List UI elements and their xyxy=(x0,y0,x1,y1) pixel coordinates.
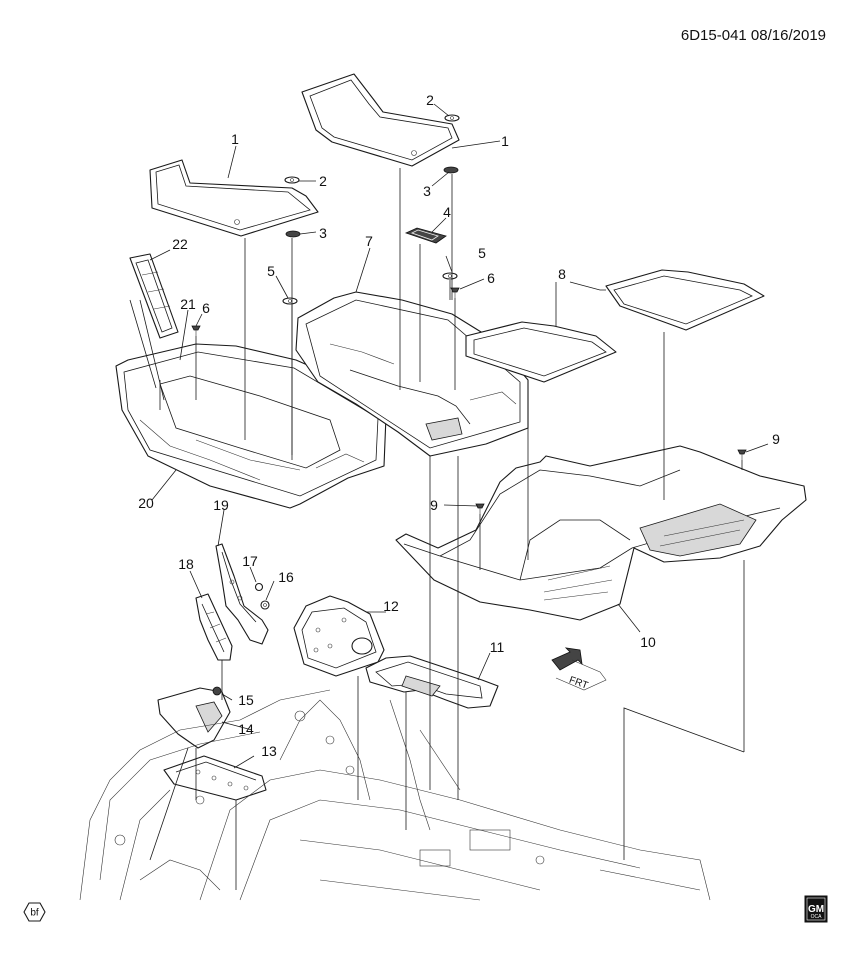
callout-16: 16 xyxy=(278,569,294,585)
gm-logo-main: GM xyxy=(808,904,824,915)
clip-15[interactable] xyxy=(212,686,222,696)
carpet-plug-4[interactable] xyxy=(404,227,447,244)
callout-labels: 1 1 2 2 3 3 4 5 5 6 6 7 8 9 9 10 11 12 1… xyxy=(138,92,780,759)
assembly-lines xyxy=(129,168,745,890)
bf-hexagon-icon: bf xyxy=(23,902,46,922)
callout-17: 17 xyxy=(242,553,258,569)
callout-1-right: 1 xyxy=(501,133,509,149)
callout-5-left: 5 xyxy=(267,263,275,279)
drawing-reference: 6D15-041 08/16/2019 xyxy=(681,27,826,44)
nut-17[interactable] xyxy=(254,582,264,592)
callout-8: 8 xyxy=(558,266,566,282)
gm-logo: GM OCA xyxy=(804,895,828,923)
callout-6-right: 6 xyxy=(487,270,495,286)
bracket-19[interactable] xyxy=(215,543,269,645)
push-pin-9-right[interactable] xyxy=(737,449,747,460)
push-pin-6-left[interactable] xyxy=(191,325,201,336)
callout-4: 4 xyxy=(443,204,451,220)
rear-floor-carpet-10[interactable] xyxy=(395,445,807,621)
callout-3-left: 3 xyxy=(319,225,327,241)
center-floor-carpet-7[interactable] xyxy=(295,291,529,457)
front-floor-carpet-20[interactable] xyxy=(115,343,387,509)
rear-floor-mat-8-left[interactable] xyxy=(465,321,617,383)
vehicle-body-phantom xyxy=(79,689,711,901)
callout-12: 12 xyxy=(383,598,399,614)
mat-retainer-3-left[interactable] xyxy=(285,230,301,238)
callout-21: 21 xyxy=(180,296,196,312)
callout-9-right: 9 xyxy=(772,431,780,447)
callout-10: 10 xyxy=(640,634,656,650)
callout-2-right: 2 xyxy=(426,92,434,108)
fastener-5-right[interactable] xyxy=(442,272,458,280)
bolt-16[interactable] xyxy=(260,600,270,610)
callout-18: 18 xyxy=(178,556,194,572)
push-pin-9-left[interactable] xyxy=(475,503,485,514)
callout-9-left: 9 xyxy=(430,497,438,513)
callout-22: 22 xyxy=(172,236,188,252)
mat-retainer-3-right[interactable] xyxy=(443,166,459,174)
callout-11: 11 xyxy=(490,639,505,655)
bf-badge-text: bf xyxy=(30,908,39,919)
rear-floor-mat-8-right[interactable] xyxy=(605,269,765,331)
gm-logo-sub: OCA xyxy=(811,914,823,920)
mat-retainer-2-left[interactable] xyxy=(284,176,300,184)
panel-12[interactable] xyxy=(293,595,385,677)
callout-14: 14 xyxy=(238,721,254,737)
callout-19: 19 xyxy=(213,497,229,513)
bracket-18[interactable] xyxy=(195,593,233,661)
panel-11[interactable] xyxy=(365,655,499,709)
front-direction-arrow-icon: FRT xyxy=(551,647,607,692)
callout-2-left: 2 xyxy=(319,173,327,189)
mat-retainer-2-right[interactable] xyxy=(444,114,460,122)
front-right-floor-mat[interactable] xyxy=(301,73,460,167)
bracket-13[interactable] xyxy=(163,755,267,801)
callout-15: 15 xyxy=(238,692,254,708)
callout-13: 13 xyxy=(261,743,277,759)
callout-3-right: 3 xyxy=(423,183,431,199)
callout-20: 20 xyxy=(138,495,154,511)
fastener-5-left[interactable] xyxy=(282,297,298,305)
leader-lines xyxy=(149,103,769,769)
front-left-floor-mat[interactable] xyxy=(149,159,319,237)
callout-6-left: 6 xyxy=(202,300,210,316)
heel-pad-22[interactable] xyxy=(129,253,179,339)
callout-1-left: 1 xyxy=(231,131,239,147)
callout-5-right: 5 xyxy=(478,245,486,261)
trim-14[interactable] xyxy=(157,687,231,749)
callout-7: 7 xyxy=(365,233,373,249)
front-arrow-label: FRT xyxy=(568,675,590,692)
